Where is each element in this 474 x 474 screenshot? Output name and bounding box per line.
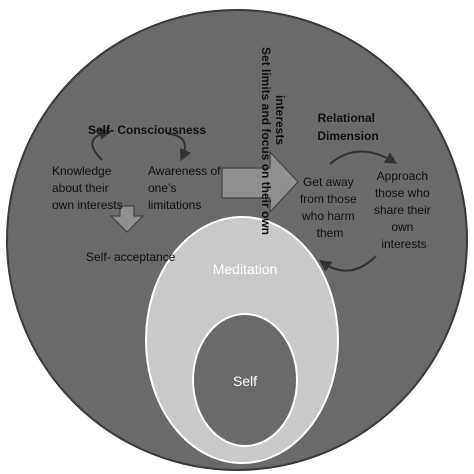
get-away-line: Get away	[303, 175, 354, 189]
curved-arrow-left-icon	[91, 127, 112, 161]
awareness-line: limitations	[148, 198, 201, 212]
curved-arrow-right-icon	[167, 133, 191, 162]
self-label: Self	[233, 373, 257, 389]
relational-title-line: Relational	[318, 111, 375, 125]
awareness-line: one’s	[148, 181, 176, 195]
down-arrow-icon	[109, 205, 145, 233]
vertical-label: Set limits and focus on their own intere…	[259, 47, 287, 235]
get-away-line: from those	[300, 192, 357, 206]
curved-arrow-top-icon	[329, 150, 398, 165]
right-arrow-icon	[221, 150, 299, 214]
relational-title: Relational Dimension	[317, 111, 378, 143]
approach-line: own	[391, 220, 413, 234]
approach-line: interests	[381, 237, 426, 251]
get-away-label: Get away from those who harm them	[300, 175, 360, 240]
knowledge-line: about their	[52, 181, 109, 195]
approach-line: those who	[375, 186, 430, 200]
get-away-line: them	[317, 226, 344, 240]
knowledge-line: own interests	[52, 198, 123, 212]
self-consciousness-title: Self- Consciousness	[88, 123, 206, 137]
awareness-line: Awareness of	[148, 164, 221, 178]
awareness-label: Awareness of one’s limitations	[148, 164, 224, 212]
knowledge-line: Knowledge	[52, 164, 112, 178]
get-away-line: who harm	[301, 209, 355, 223]
meditation-label: Meditation	[213, 261, 278, 277]
knowledge-label: Knowledge about their own interests	[52, 164, 123, 212]
approach-label: Approach those who share their own inter…	[374, 169, 434, 251]
vertical-label-line: interests	[273, 95, 287, 145]
approach-line: Approach	[377, 169, 428, 183]
relational-title-line: Dimension	[317, 129, 378, 143]
self-acceptance-label: Self- acceptance	[86, 250, 176, 264]
self-ellipse	[192, 313, 298, 447]
curved-arrow-bottom-icon	[319, 255, 377, 272]
vertical-label-line: Set limits and focus on their own	[259, 47, 273, 235]
approach-line: share their	[374, 203, 431, 217]
